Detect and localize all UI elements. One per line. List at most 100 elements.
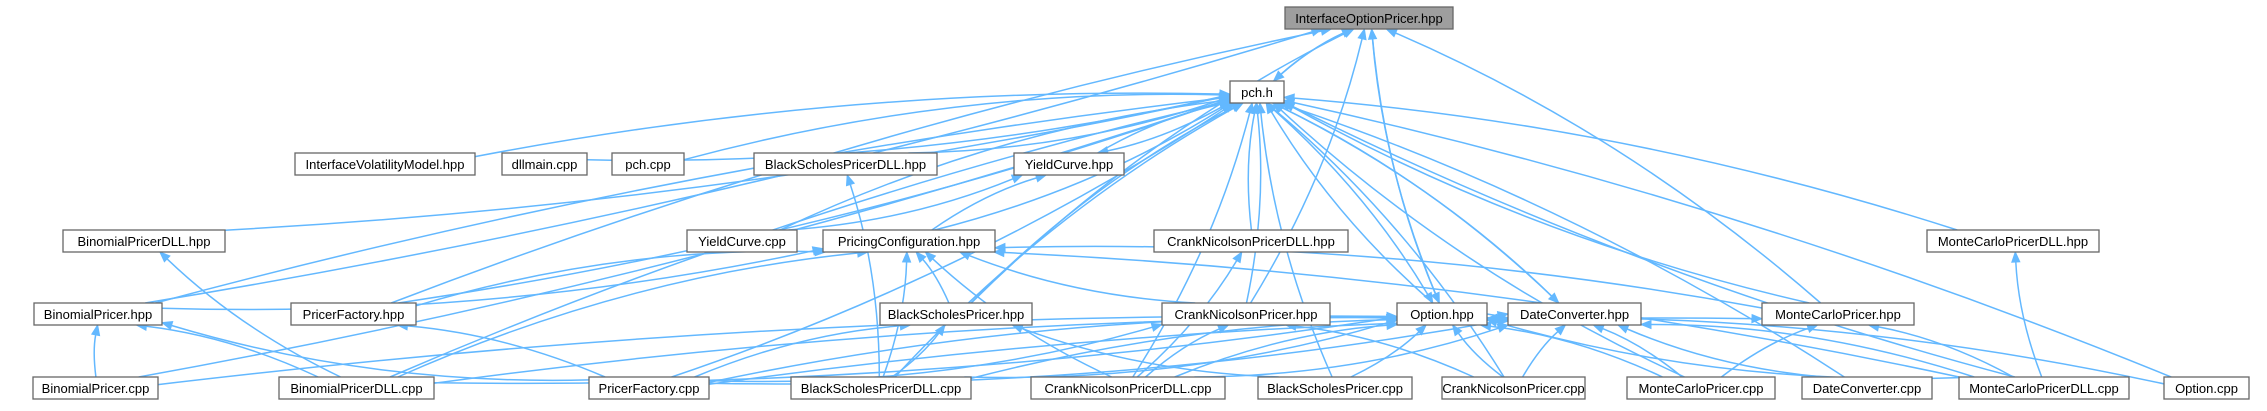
edge-bspdllh-from-bspdllcpp [845, 173, 881, 378]
node-yccpp[interactable]: YieldCurve.cpp [686, 229, 798, 253]
node-mcph[interactable]: MonteCarloPricer.hpp [1761, 302, 1915, 326]
node-label: CrankNicolsonPricer.hpp [1174, 307, 1317, 322]
node-pc[interactable]: PricingConfiguration.hpp [822, 229, 996, 253]
edge-arrowhead [992, 247, 1005, 258]
edge-line [1003, 251, 1960, 378]
node-box [32, 376, 159, 400]
node-pchcpp[interactable]: pch.cpp [611, 152, 685, 176]
edge-line [1245, 112, 1262, 304]
edge-pch-from-dllmain [586, 92, 1232, 162]
edge-line [1272, 102, 1553, 297]
edge-line [146, 325, 319, 378]
edge-line [1293, 97, 1958, 231]
node-bspcpp[interactable]: BlackScholesPricer.cpp [1257, 376, 1413, 400]
node-box [1958, 376, 2130, 400]
edge-arrowhead [1232, 250, 1243, 264]
edge-arrowhead [901, 250, 912, 263]
node-label: PricingConfiguration.hpp [838, 234, 980, 249]
edge-bpdllh-from-bpdllcpp [158, 251, 341, 378]
node-pch[interactable]: pch.h [1229, 80, 1285, 104]
node-label: MonteCarloPricerDLL.hpp [1938, 234, 2088, 249]
node-cnpdllh[interactable]: CrankNicolsonPricerDLL.hpp [1153, 229, 1349, 253]
node-box [501, 152, 588, 176]
edge-line [1650, 323, 1975, 378]
node-dccpp[interactable]: DateConverter.cpp [1801, 376, 1933, 400]
edge-line [1602, 327, 1683, 378]
edge-pc-from-bsph [915, 250, 950, 304]
edge-arrowhead [1554, 324, 1567, 336]
node-mcpdllcpp[interactable]: MonteCarloPricerDLL.cpp [1958, 376, 2130, 400]
node-cnpcpp[interactable]: CrankNicolsonPricer.cpp [1441, 376, 1586, 400]
edge-arrowhead [1751, 313, 1764, 324]
edge-line [931, 177, 1037, 231]
edge-line [1395, 32, 1822, 304]
edge-line [161, 250, 814, 311]
node-cnpdllcpp[interactable]: CrankNicolsonPricerDLL.cpp [1030, 376, 1226, 400]
edge-pch-from-ivm [474, 89, 1232, 158]
edge-arrowhead [1150, 322, 1164, 332]
edge-line [1490, 325, 1663, 378]
edge-arrowhead [160, 321, 174, 331]
edge-opth-from-mcpcpp [1479, 321, 1663, 378]
node-bpcpp[interactable]: BinomialPricer.cpp [32, 376, 159, 400]
node-ivm[interactable]: InterfaceVolatilityModel.hpp [294, 152, 476, 176]
node-bspdllcpp[interactable]: BlackScholesPricerDLL.cpp [790, 376, 972, 400]
node-box [879, 302, 1033, 326]
edge-ych-from-pc [931, 173, 1048, 231]
edge-bph-from-bpcpp [90, 323, 101, 378]
node-label: pch.cpp [625, 157, 671, 172]
edge-cnph-from-pfcpp [708, 322, 1164, 383]
edge-line [1247, 112, 1256, 231]
node-label: YieldCurve.hpp [1025, 157, 1113, 172]
node-box [294, 152, 476, 176]
edge-mcph-from-mcpdllcpp [1867, 322, 2014, 378]
node-bsph[interactable]: BlackScholesPricer.hpp [879, 302, 1033, 326]
edge-pch-from-bspdllcpp [894, 102, 1245, 378]
node-box [62, 229, 226, 253]
node-optcpp[interactable]: Option.cpp [2163, 376, 2250, 400]
node-opth[interactable]: Option.hpp [1396, 302, 1488, 326]
node-bpdllcpp[interactable]: BinomialPricerDLL.cpp [278, 376, 435, 400]
node-label: DateConverter.hpp [1520, 307, 1629, 322]
node-pfcpp[interactable]: PricerFactory.cpp [588, 376, 710, 400]
edge-pch-from-iop [1272, 28, 1353, 82]
edge-dch-from-cnpdllcpp [1194, 323, 1510, 378]
node-dch[interactable]: DateConverter.hpp [1507, 302, 1642, 326]
edge-arrowhead [1592, 324, 1605, 334]
node-bspdllh[interactable]: BlackScholesPricerDLL.hpp [753, 152, 938, 176]
edge-arrowhead [158, 251, 171, 263]
node-box [1284, 6, 1454, 30]
node-box [1926, 229, 2100, 253]
node-pfh[interactable]: PricerFactory.hpp [290, 302, 417, 326]
edge-line [934, 107, 1224, 231]
edge-line [474, 92, 1221, 158]
edge-arrowhead [1218, 98, 1232, 108]
edge-arrowhead [1231, 102, 1245, 113]
node-label: pch.h [1241, 85, 1273, 100]
node-mcpdllh[interactable]: MonteCarloPricerDLL.hpp [1926, 229, 2100, 253]
edge-pch-from-cnpdllh [1247, 101, 1260, 231]
edge-line [1457, 332, 1504, 378]
node-cnph[interactable]: CrankNicolsonPricer.hpp [1161, 302, 1331, 326]
node-box [588, 376, 710, 400]
node-iop[interactable]: InterfaceOptionPricer.hpp [1284, 6, 1454, 30]
node-mcpcpp[interactable]: MonteCarloPricer.cpp [1626, 376, 1776, 400]
edge-line [891, 332, 940, 378]
node-bph[interactable]: BinomialPricer.hpp [33, 302, 163, 326]
edge-line [138, 101, 1221, 378]
node-dllmain[interactable]: dllmain.cpp [501, 152, 588, 176]
edge-pch-from-dccpp [1278, 101, 1845, 378]
node-label: MonteCarloPricer.hpp [1775, 307, 1901, 322]
edge-arrowhead [924, 251, 937, 263]
edge-mcpdllh-from-mcpdllcpp [2011, 250, 2043, 378]
node-ych[interactable]: YieldCurve.hpp [1013, 152, 1125, 176]
edge-line [894, 107, 1235, 378]
edge-opth-from-iop [1370, 28, 1440, 305]
edge-line [1292, 106, 1810, 304]
nodes-layer: InterfaceOptionPricer.hpp pch.hInterfaceV… [32, 6, 2250, 400]
node-box [822, 229, 996, 253]
edge-line [1521, 331, 1559, 378]
node-label: YieldCurve.cpp [698, 234, 786, 249]
node-bpdllh[interactable]: BinomialPricerDLL.hpp [62, 229, 226, 253]
edges-layer [90, 26, 2172, 386]
